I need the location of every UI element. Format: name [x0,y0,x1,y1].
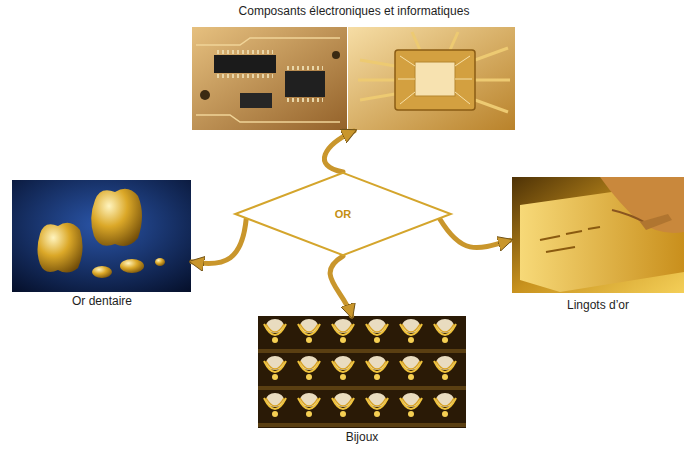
curved-arrow [192,219,246,264]
photo-caption: Or dentaire [72,294,132,309]
pcb-detail [196,38,340,122]
photo-caption: Lingots d’or [567,298,629,313]
curved-arrow [324,131,354,172]
photo-caption: Composants électroniques et informatique… [239,4,470,19]
jewellery-photo [258,316,466,428]
ingot-and-hand [520,177,684,292]
photo-box: Composants électroniques et informatique… [192,4,516,131]
photo-box: Bijoux [258,316,466,448]
decision-diamond: OR [233,172,453,256]
chip-detail [358,32,510,112]
photo-box: Or dentaire [12,180,192,312]
pcb-photo [192,27,347,130]
dental-photo [12,180,191,292]
ingot-photo [512,177,684,293]
curved-arrow [440,219,510,248]
gold-crowns [38,189,166,278]
photo-box: Lingots d’or [510,176,686,316]
curved-arrow [330,256,352,316]
chip-photo [348,27,515,130]
diamond-label: OR [335,207,352,222]
photo-caption: Bijoux [346,430,379,445]
diamond-shape [235,173,451,255]
